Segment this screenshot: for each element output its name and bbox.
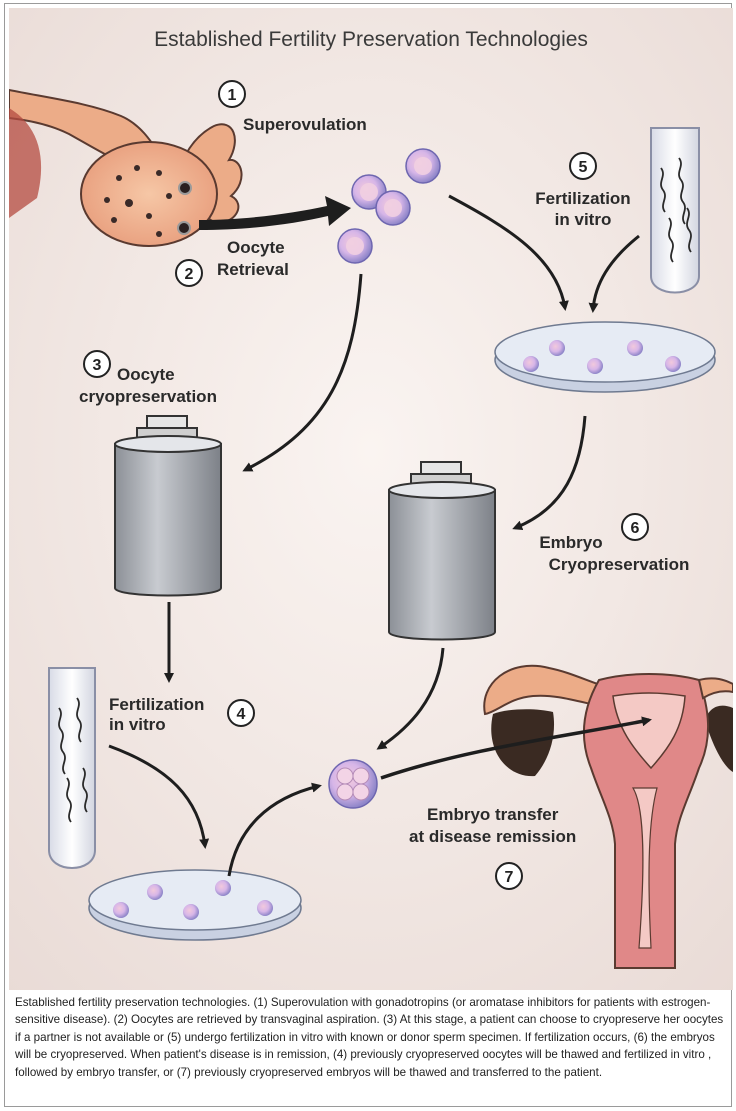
step-1-number: 1: [228, 87, 237, 104]
step-4-number: 4: [237, 706, 246, 723]
figure-caption: Established fertility preservation techn…: [15, 994, 731, 1081]
step-7-label-line1: Embryo transfer: [427, 805, 559, 824]
step-7-number: 7: [505, 869, 514, 886]
step-7-label-line2: at disease remission: [409, 827, 576, 846]
oocyte-cryo-tank: [115, 416, 221, 596]
embryo-cryo-tank: [389, 462, 495, 640]
step-3-label-line1: Oocyte: [117, 365, 175, 384]
step-6-label-line1: Embryo: [539, 533, 602, 552]
step-6-number: 6: [631, 520, 640, 537]
step-2-number: 2: [185, 266, 194, 283]
step-3-number: 3: [93, 357, 102, 374]
diagram-title: Established Fertility Preservation Techn…: [154, 28, 588, 51]
ivf-dish-bottom: [89, 870, 301, 940]
embryo: [329, 760, 377, 808]
sperm-test-tube-bottom: [49, 668, 95, 868]
step-4-label-line1: Fertilization: [109, 695, 204, 714]
step-5-label-line1: Fertilization: [535, 189, 630, 208]
figure-frame: Established Fertility Preservation Techn…: [4, 3, 732, 1107]
step-2-label-line1: Oocyte: [227, 238, 285, 257]
fertility-diagram: Established Fertility Preservation Techn…: [9, 8, 733, 990]
ivf-dish-top: [495, 322, 715, 392]
step-3-label-line2: cryopreservation: [79, 387, 217, 406]
step-2-label-line2: Retrieval: [217, 260, 289, 279]
step-1-label: Superovulation: [243, 115, 367, 134]
step-4-label-line2: in vitro: [109, 715, 166, 734]
sperm-test-tube-top: [651, 128, 699, 293]
step-5-number: 5: [579, 159, 588, 176]
step-6-label-line2: Cryopreservation: [549, 555, 690, 574]
step-5-label-line2: in vitro: [555, 210, 612, 229]
